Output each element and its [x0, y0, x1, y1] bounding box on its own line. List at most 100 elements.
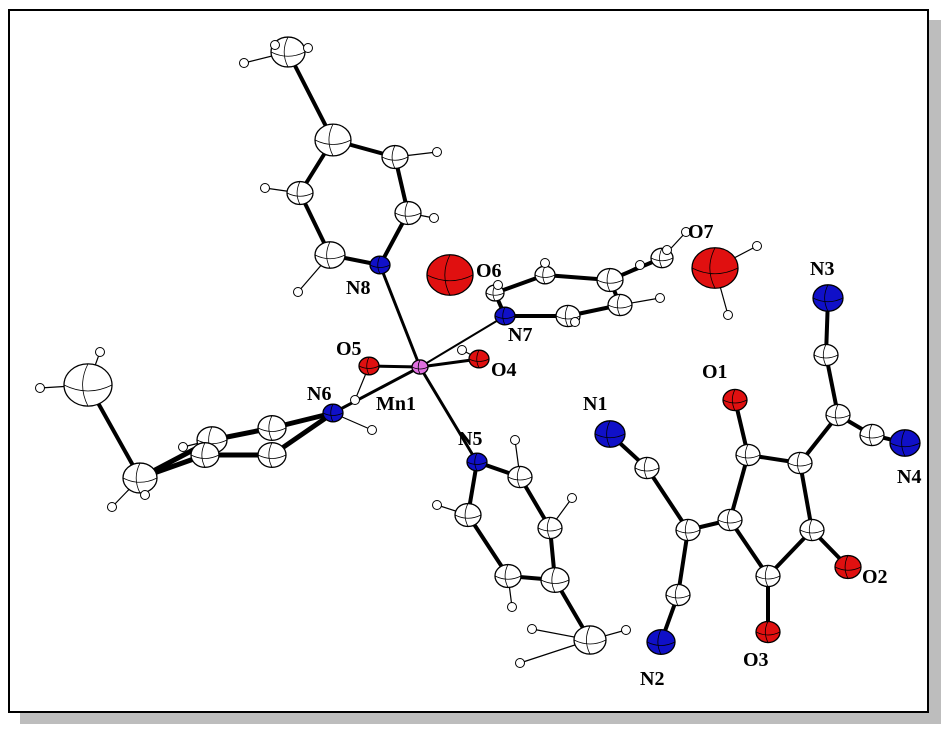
atom-h30: [752, 241, 762, 251]
atom-b4: [607, 293, 633, 317]
atom-n4: [889, 429, 921, 457]
atom-h9: [540, 258, 550, 268]
atom-d4: [494, 563, 522, 589]
label-o1: O1: [702, 361, 728, 383]
atom-h2: [270, 40, 280, 50]
atom-dm: [573, 625, 607, 655]
atom-h31: [723, 310, 733, 320]
atom-h24: [507, 602, 517, 612]
label-o4: O4: [491, 359, 517, 381]
atom-h26: [515, 658, 525, 668]
atom-n7: [494, 306, 516, 326]
atom-n3: [812, 284, 844, 312]
atom-n6: [322, 403, 344, 423]
atom-c1: [257, 415, 287, 441]
atom-cm: [63, 363, 113, 407]
label-o5: O5: [336, 338, 362, 360]
label-n7: N7: [508, 324, 532, 346]
atom-h29: [662, 245, 672, 255]
atom-h10: [635, 260, 645, 270]
atom-o5: [358, 356, 380, 376]
atom-h5: [260, 183, 270, 193]
atom-o2: [834, 554, 862, 580]
atom-a2: [381, 144, 409, 170]
atom-h22: [567, 493, 577, 503]
atom-k11: [859, 423, 885, 447]
atom-b3: [596, 267, 624, 293]
atom-h27: [527, 624, 537, 634]
atom-h20: [367, 425, 377, 435]
atom-mn1: [411, 359, 429, 375]
atom-k6: [675, 518, 701, 542]
atom-d2: [454, 502, 482, 528]
atom-h25: [621, 625, 631, 635]
atom-d3: [537, 516, 563, 540]
bond-k6-k7: [645, 466, 690, 532]
bond-Mn1-N5: [418, 365, 479, 464]
atom-n2: [646, 629, 676, 655]
bond-Mn1-N7: [419, 315, 506, 368]
atom-d5: [540, 567, 570, 593]
atom-h16: [35, 383, 45, 393]
atom-h13: [457, 345, 467, 355]
atom-k9: [825, 403, 851, 427]
atom-h4: [432, 147, 442, 157]
atom-n5: [466, 452, 488, 472]
label-o3: O3: [743, 649, 769, 671]
atom-k2: [787, 451, 813, 475]
atom-h7: [429, 213, 439, 223]
atom-n8: [369, 255, 391, 275]
label-n5: N5: [458, 428, 482, 450]
atom-layer: [35, 36, 921, 668]
label-o6: O6: [476, 260, 502, 282]
atom-o3: [755, 620, 781, 644]
label-n8: N8: [346, 277, 370, 299]
atom-k7: [634, 456, 660, 480]
atom-n1: [594, 420, 626, 448]
atom-d1: [507, 465, 533, 489]
atom-h19: [178, 442, 188, 452]
bond-Mn1-N6: [331, 365, 422, 415]
atom-h21: [510, 435, 520, 445]
atom-o6: [426, 254, 474, 296]
atom-h23: [432, 500, 442, 510]
atom-c5: [122, 462, 158, 494]
label-mn1: Mn1: [376, 393, 416, 415]
atom-o4: [468, 349, 490, 369]
atom-h17: [107, 502, 117, 512]
atom-h11: [655, 293, 665, 303]
atom-k10: [813, 343, 839, 367]
atom-c3: [190, 442, 220, 468]
atom-k3: [799, 518, 825, 542]
atom-h15: [95, 347, 105, 357]
atom-b2: [534, 265, 556, 285]
atom-h18: [140, 490, 150, 500]
atom-a4: [286, 180, 314, 206]
atom-h3: [303, 43, 313, 53]
atom-h12: [570, 317, 580, 327]
atom-h8: [493, 280, 503, 290]
atom-k4: [755, 564, 781, 588]
label-n3: N3: [810, 258, 834, 280]
atom-k8: [665, 583, 691, 607]
atom-c4: [257, 442, 287, 468]
bond-Mn1-N8: [378, 263, 422, 369]
atom-h14: [350, 395, 360, 405]
atom-h28: [681, 227, 691, 237]
atom-o1: [722, 388, 748, 412]
atom-a1: [394, 200, 422, 226]
bond-k2-k3: [798, 461, 814, 532]
atom-a3: [314, 123, 352, 157]
atom-k1: [735, 443, 761, 467]
atom-o7: [691, 247, 739, 289]
atom-a5: [314, 241, 346, 269]
atom-h1: [239, 58, 249, 68]
atom-h6: [293, 287, 303, 297]
label-n2: N2: [640, 668, 664, 690]
label-o7: O7: [688, 221, 714, 243]
label-n6: N6: [307, 383, 331, 405]
label-o2: O2: [862, 566, 888, 588]
label-layer: Mn1 N1 N2 N3 N4 N5 N6 N7 N8 O1 O2 O3 O4 …: [307, 221, 921, 690]
